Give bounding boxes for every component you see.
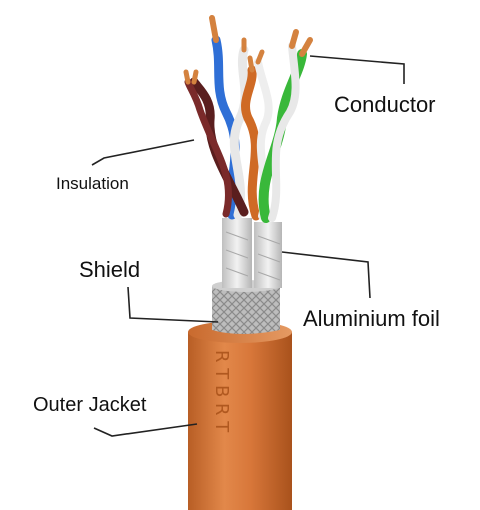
leader-shield — [127, 286, 219, 323]
leader-outer-jacket — [93, 423, 198, 437]
leader-insulation — [91, 139, 195, 166]
leader-lines — [91, 55, 405, 437]
outer-jacket-label: Outer Jacket — [33, 394, 147, 416]
insulation — [184, 35, 307, 223]
leader-conductor — [309, 55, 405, 84]
shield-label: Shield — [79, 257, 141, 282]
conductor — [183, 15, 313, 85]
conductor-label: Conductor — [334, 92, 436, 117]
braided-shield — [212, 280, 280, 334]
aluminium-foil — [222, 218, 282, 288]
leader-foil — [281, 251, 371, 299]
insulation-label: Insulation — [56, 174, 129, 193]
aluminium-foil-label: Aluminium foil — [303, 306, 440, 331]
svg-text:R T B R T: R T B R T — [211, 350, 232, 433]
outer-jacket: R T B R T — [188, 321, 292, 510]
